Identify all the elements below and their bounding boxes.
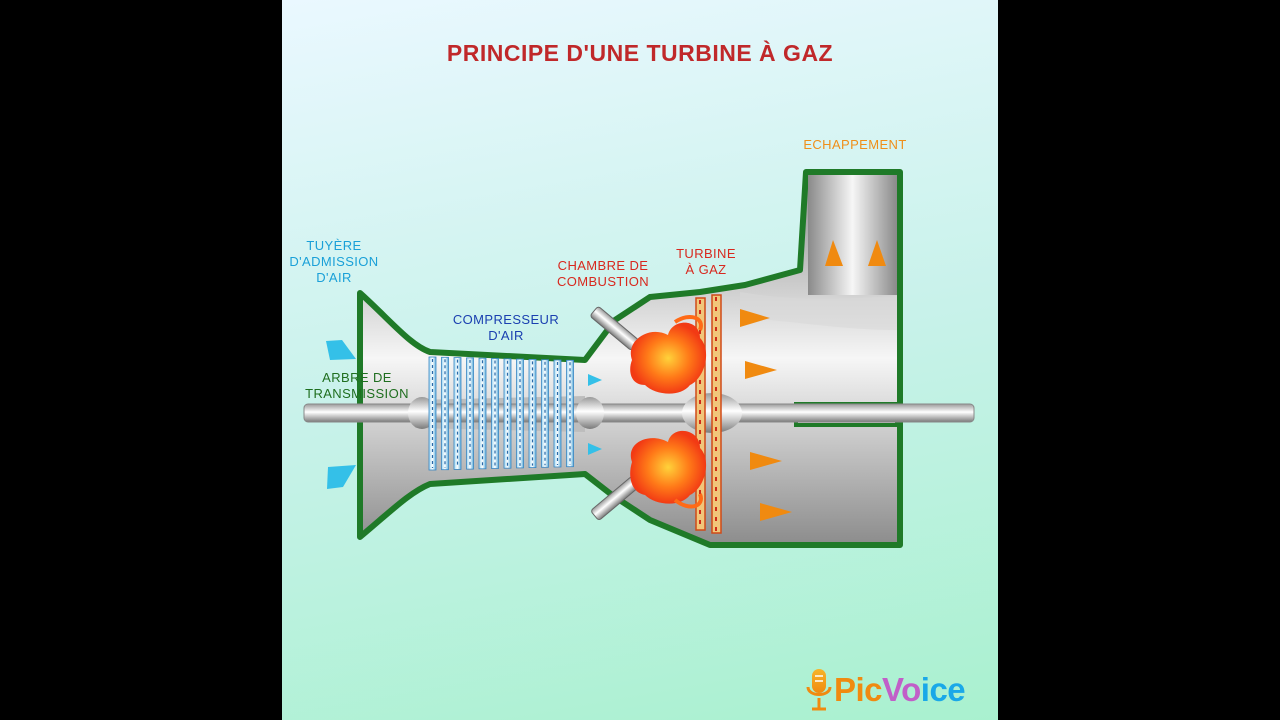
compressor-blade — [478, 357, 487, 470]
compressed-air-arrow-bottom — [588, 443, 602, 455]
brand-text-vo: Vo — [882, 671, 921, 708]
compressor-blade — [503, 358, 512, 469]
intake-arrow-bottom — [327, 465, 356, 489]
exhaust-flow-arrows — [740, 240, 886, 521]
compressor-blade — [566, 359, 574, 468]
label-echappement: ECHAPPEMENT — [803, 137, 907, 152]
compressor-blade — [553, 359, 562, 468]
label-arbre: ARBRE DE TRANSMISSION — [305, 370, 409, 401]
brand-text-pic: Pic — [834, 671, 883, 708]
microphone-icon — [806, 669, 832, 711]
compressor-blades — [428, 356, 574, 471]
diagram-title: PRINCIPE D'UNE TURBINE À GAZ — [446, 40, 834, 66]
exhaust-bend — [740, 292, 897, 330]
combustion-flame-bottom — [630, 430, 707, 509]
intake-arrow-top — [326, 340, 356, 360]
label-compresseur: COMPRESSEUR D'AIR — [452, 312, 560, 343]
transmission-shaft — [303, 403, 975, 423]
turbine-blades — [695, 294, 722, 534]
combustion-flame-top — [630, 314, 707, 394]
compressor-blade — [466, 357, 474, 470]
brand-text-ice: ice — [920, 671, 966, 708]
diagram-panel: PRINCIPE D'UNE TURBINE À GAZ ECHAPPEMENT… — [282, 0, 998, 720]
compressor-blade — [491, 358, 499, 469]
label-tuyere: TUYÈRE D'ADMISSION D'AIR — [289, 238, 379, 285]
compressed-air-arrow-top — [588, 374, 602, 386]
shaft-hub-mid — [576, 397, 604, 429]
exhaust-stack — [808, 175, 897, 295]
compressor-blade — [541, 359, 549, 468]
compressor-blade — [528, 358, 537, 468]
compressor-blade — [453, 357, 462, 470]
compressor-blade — [516, 358, 524, 469]
turbine-diagram — [303, 169, 975, 548]
label-turbine: TURBINE À GAZ — [676, 246, 736, 277]
label-chambre: CHAMBRE DE COMBUSTION — [556, 258, 650, 289]
